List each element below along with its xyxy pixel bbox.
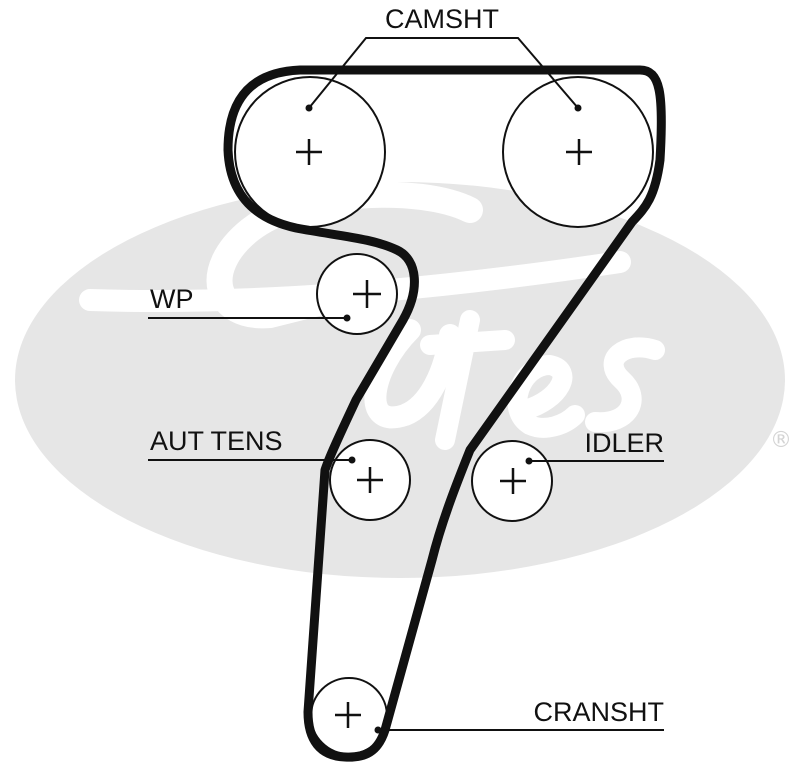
logo-letter-t [420,310,515,450]
label-camshaft: CAMSHT [385,4,499,34]
timing-belt [223,65,666,762]
camshaft-right-center-plus-icon [566,139,592,165]
camshaft-left-leader-dot [305,104,313,112]
idler-center-plus-icon [500,468,526,494]
label-idler: IDLER [584,428,664,458]
logo-letter-s [585,337,665,433]
water-pump-leader-dot [343,314,351,322]
camshaft-leader-line [308,37,579,109]
registered-mark: ® [770,428,792,453]
leader-dots [305,104,582,734]
label-crankshaft: CRANSHT [533,697,664,727]
label-water-pump: WP [150,284,194,314]
gates-logo-watermark: ® [15,181,792,578]
camshaft-left-center-plus-icon [296,139,322,165]
auto-tensioner-leader-dot [348,456,356,464]
leader-lines [148,37,664,731]
logo-oval [15,182,785,578]
auto-tensioner-center-plus-icon [357,467,383,493]
camshaft-right-leader-dot [574,104,582,112]
water-pump-center-plus-icon [353,280,381,308]
label-auto-tensioner: AUT TENS [150,426,283,456]
logo-letter-a [364,319,461,429]
crankshaft-center-plus-icon [335,702,361,728]
crankshaft-leader-dot [374,726,382,734]
pulley-centers [296,139,592,728]
idler-leader-dot [525,457,533,465]
